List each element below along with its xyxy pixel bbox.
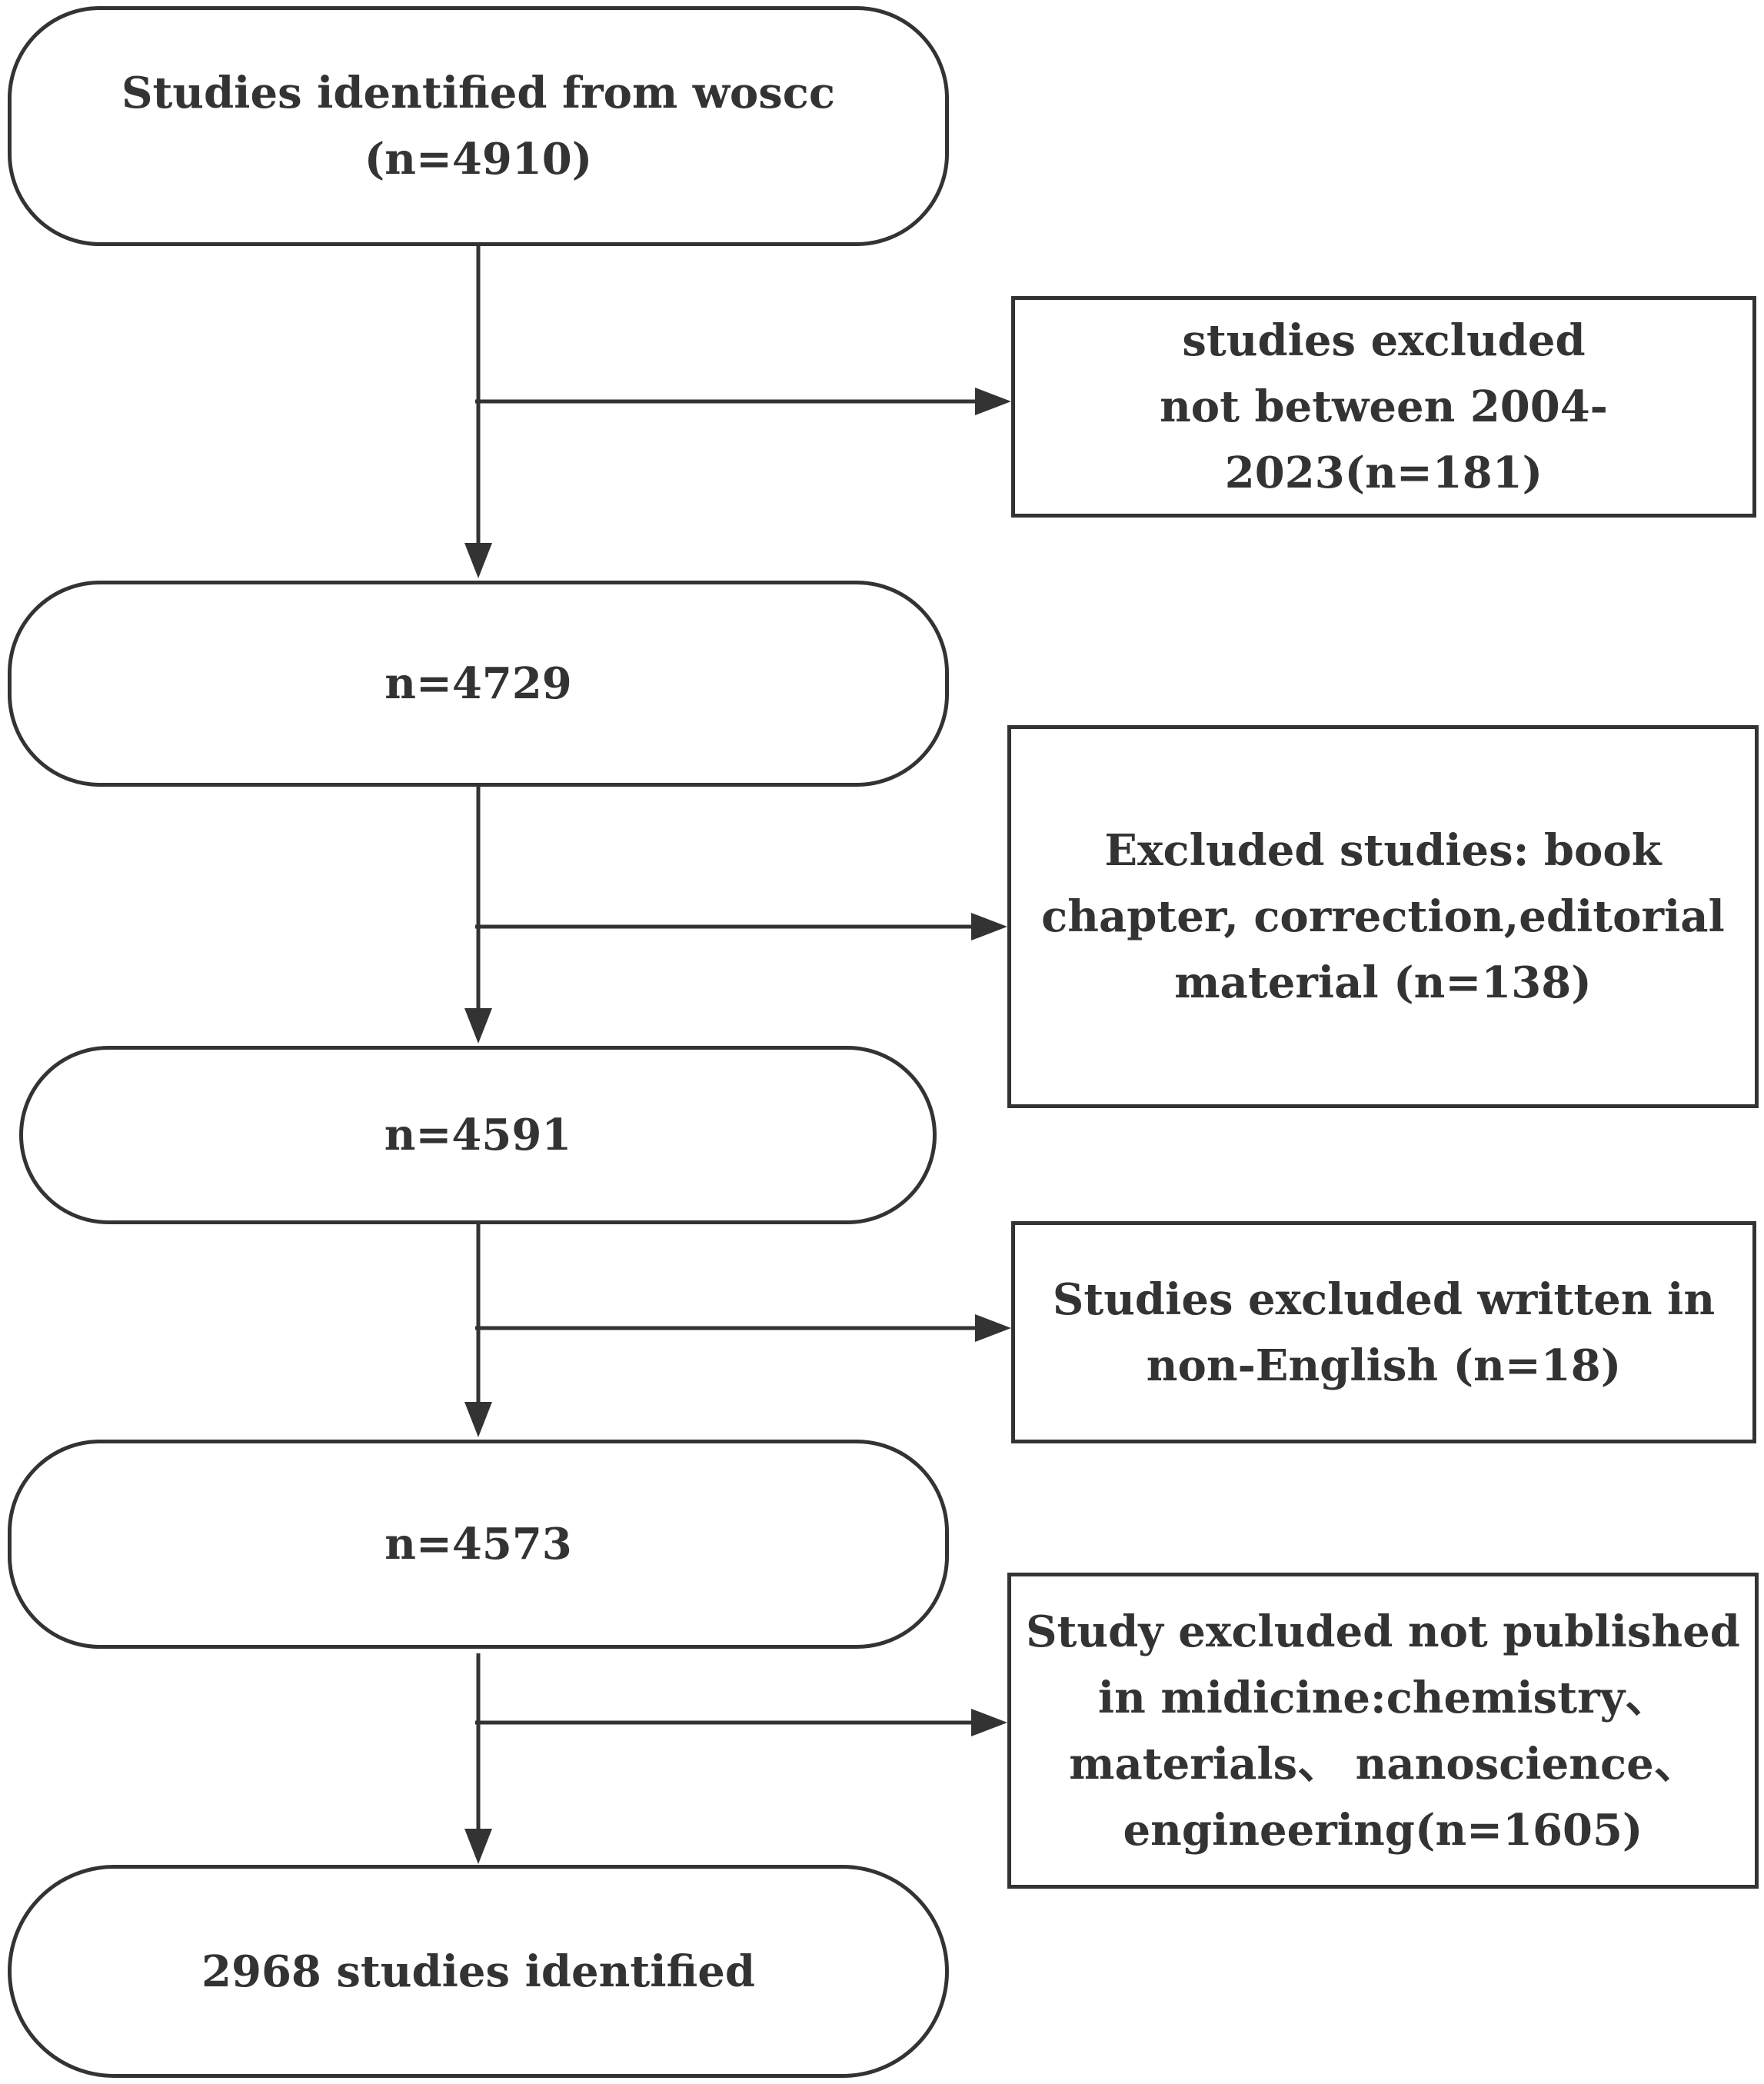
exclusion-field-line-3: materials、 nanoscience、 <box>1069 1738 1697 1789</box>
after-language-box: n=4573 <box>8 1440 949 1649</box>
arrowhead-right-1 <box>975 388 1011 415</box>
exclusion-type-line-2: chapter, correction,editorial <box>1041 891 1725 942</box>
arrowhead-right-3 <box>975 1314 1011 1342</box>
exclusion-field-line-4: engineering(n=1605) <box>1123 1804 1643 1856</box>
identified-line-1: Studies identified from woscc <box>121 68 835 118</box>
final-box: 2968 studies identified <box>8 1865 949 2078</box>
arrowhead-down-3 <box>464 1402 492 1437</box>
arrowhead-down-2 <box>464 1008 492 1044</box>
exclusion-year-text: studies excluded not between 2004- 2023(… <box>1160 308 1608 506</box>
exclusion-type-box: Excluded studies: book chapter, correcti… <box>1007 725 1759 1108</box>
identified-line-2: (n=4910) <box>364 134 593 185</box>
final-text: 2968 studies identified <box>201 1939 755 2005</box>
exclusion-type-text: Excluded studies: book chapter, correcti… <box>1041 817 1725 1016</box>
exclusion-language-line-1: Studies excluded written in <box>1052 1273 1716 1325</box>
after-year-text: n=4729 <box>384 651 572 717</box>
arrowhead-down-1 <box>464 543 492 578</box>
final-line-1: 2968 studies identified <box>201 1946 755 1997</box>
arrowhead-down-4 <box>464 1829 492 1864</box>
after-type-box: n=4591 <box>19 1046 937 1224</box>
exclusion-field-box: Study excluded not published in midicine… <box>1007 1573 1759 1889</box>
exclusion-year-line-2: not between 2004- <box>1160 381 1608 432</box>
identified-box: Studies identified from woscc (n=4910) <box>8 6 949 246</box>
exclusion-type-line-1: Excluded studies: book <box>1104 825 1662 876</box>
after-type-line-1: n=4591 <box>384 1110 572 1160</box>
exclusion-language-line-2: non-English (n=18) <box>1146 1340 1622 1391</box>
exclusion-year-line-1: studies excluded <box>1182 315 1586 366</box>
after-language-text: n=4573 <box>384 1511 572 1577</box>
exclusion-type-line-3: material (n=138) <box>1174 957 1592 1008</box>
exclusion-year-line-3: 2023(n=181) <box>1224 448 1543 498</box>
identified-text: Studies identified from woscc (n=4910) <box>121 60 835 192</box>
after-year-line-1: n=4729 <box>384 658 572 709</box>
exclusion-field-line-1: Study excluded not published <box>1026 1606 1740 1657</box>
arrowhead-right-4 <box>971 1709 1007 1736</box>
exclusion-field-line-2: in midicine:chemistry、 <box>1097 1672 1669 1723</box>
exclusion-language-text: Studies excluded written in non-English … <box>1053 1267 1715 1399</box>
after-type-text: n=4591 <box>384 1102 572 1168</box>
arrowhead-right-2 <box>971 913 1007 940</box>
exclusion-field-text: Study excluded not published in midicine… <box>1026 1599 1740 1863</box>
exclusion-year-box: studies excluded not between 2004- 2023(… <box>1011 296 1756 518</box>
after-language-line-1: n=4573 <box>384 1519 572 1570</box>
exclusion-language-box: Studies excluded written in non-English … <box>1011 1221 1756 1443</box>
after-year-box: n=4729 <box>8 581 949 787</box>
